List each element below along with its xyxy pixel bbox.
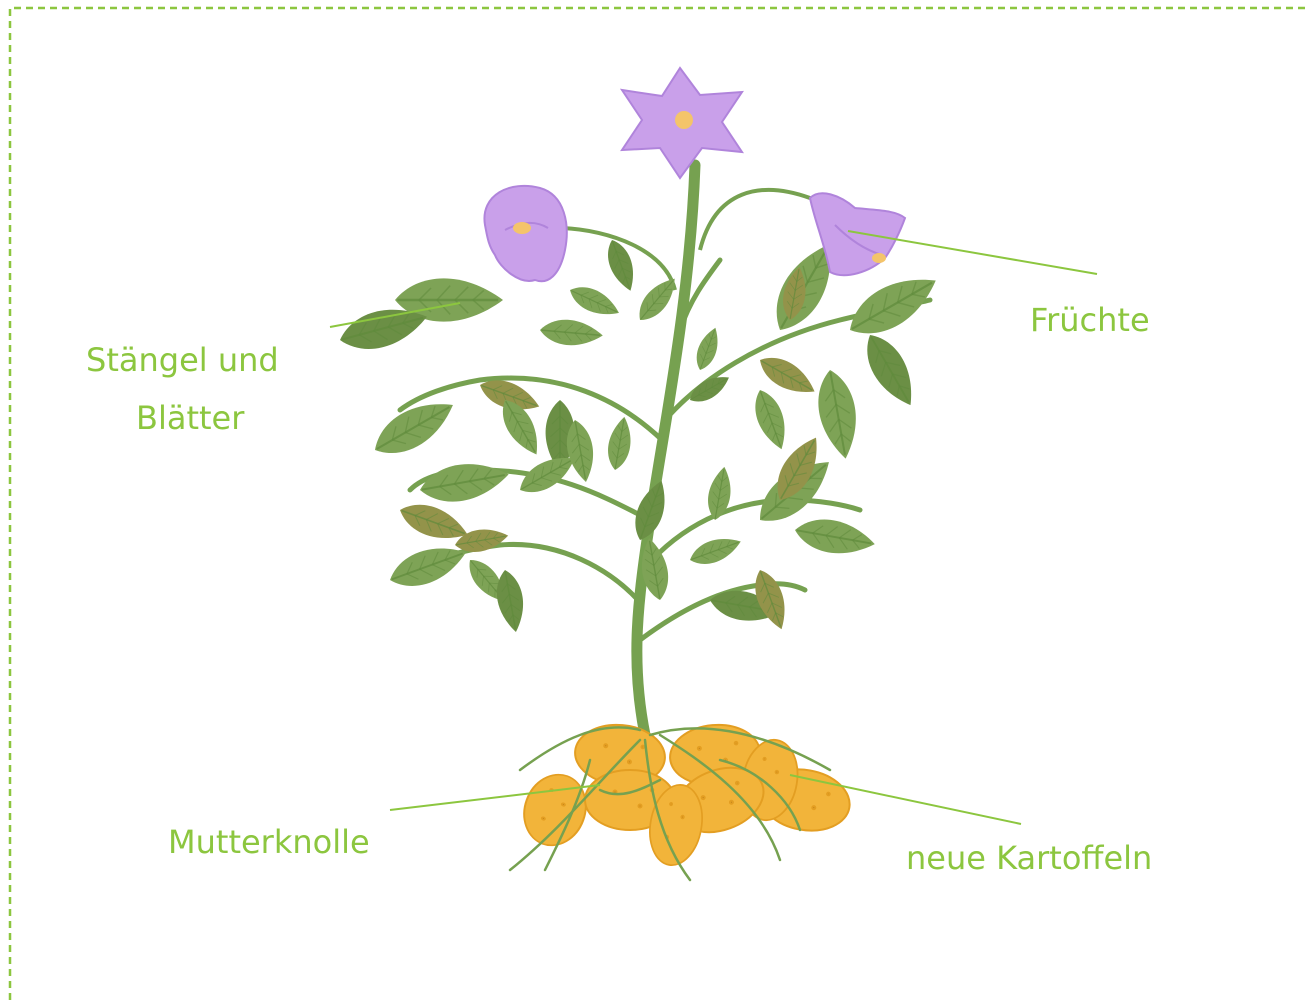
tubers — [514, 721, 854, 869]
label-new-potatoes: neue Kartoffeln — [906, 838, 1152, 878]
label-stem-leaves-line2: Blätter — [86, 398, 279, 438]
label-stem-leaves-line1: Stängel und — [86, 340, 279, 380]
label-fruits: Früchte — [1030, 300, 1150, 340]
top-flower — [622, 68, 742, 178]
label-mother-tuber: Mutterknolle — [168, 822, 370, 862]
left-flower — [484, 186, 566, 281]
label-stem-leaves: Stängel und Blätter — [86, 340, 279, 438]
